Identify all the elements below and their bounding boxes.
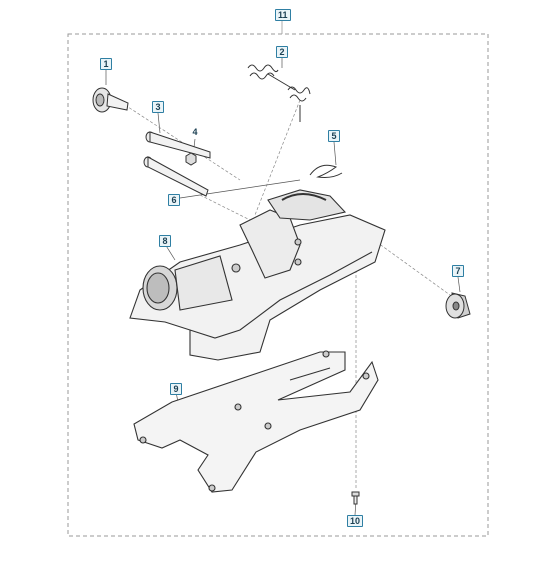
part-housing bbox=[129, 189, 386, 361]
part-pin-upper bbox=[145, 131, 211, 159]
callout-1: 1 bbox=[100, 58, 112, 70]
kit-outline bbox=[67, 33, 489, 537]
callout-9: 9 bbox=[170, 383, 182, 395]
part-screw bbox=[351, 491, 360, 505]
part-nut bbox=[185, 152, 197, 166]
callout-6: 6 bbox=[168, 194, 180, 206]
part-axle-knob bbox=[92, 87, 129, 113]
part-base-plate bbox=[133, 350, 379, 493]
callout-2: 2 bbox=[276, 46, 288, 58]
callout-3: 3 bbox=[152, 101, 164, 113]
callout-7: 7 bbox=[452, 265, 464, 277]
part-roller bbox=[445, 292, 471, 319]
callout-4: 4 bbox=[192, 127, 198, 137]
part-clip bbox=[309, 164, 343, 178]
part-springs bbox=[247, 64, 311, 122]
part-pin-lower bbox=[143, 156, 209, 197]
callout-8: 8 bbox=[159, 235, 171, 247]
callout-10: 10 bbox=[347, 515, 364, 527]
kit-callout: 11 bbox=[275, 9, 291, 21]
callout-5: 5 bbox=[328, 130, 340, 142]
